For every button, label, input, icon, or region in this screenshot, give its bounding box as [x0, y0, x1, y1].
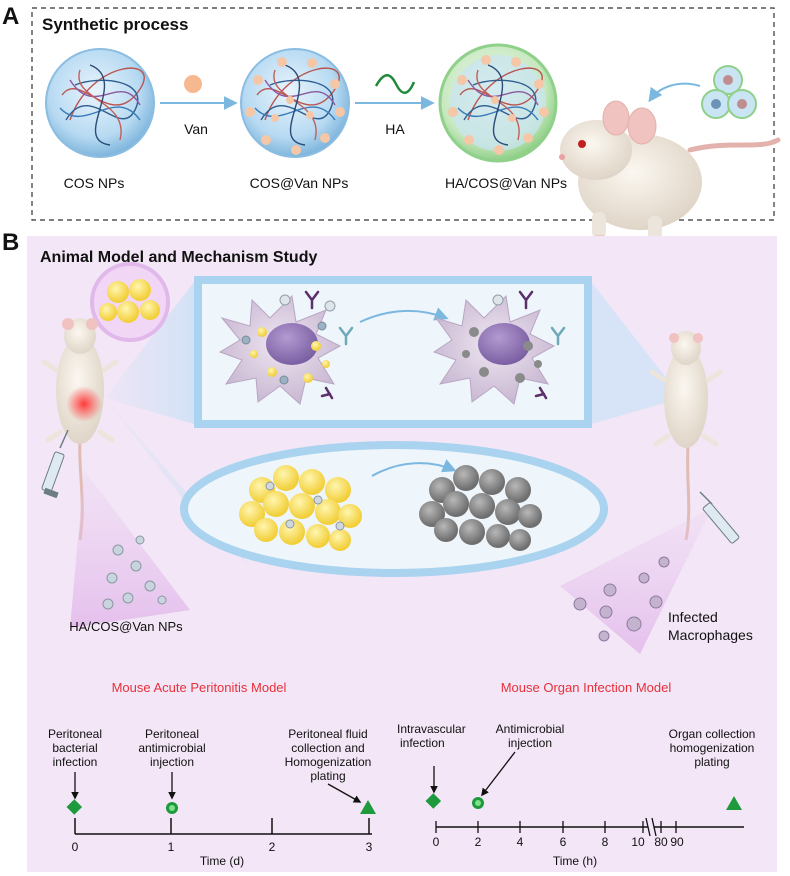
cleared-macrophage-cell [432, 290, 566, 405]
timeline-right-tick-label: 4 [517, 835, 524, 849]
mouse-illustration [559, 100, 781, 247]
timeline-left-tick-label: 3 [366, 840, 373, 854]
cos-van-np-particle [240, 48, 350, 158]
gray-bacteria-cluster [419, 465, 542, 551]
right-mouse-illustration [649, 331, 723, 541]
macrophage-label-line1: Infected [668, 609, 718, 625]
timeline-right-tick-label: 8 [602, 835, 609, 849]
van-drug-icon [184, 75, 202, 93]
ha-cos-van-np-particle [438, 43, 558, 163]
timeline-left: 0 1 2 3 Time (d) Peritoneal bacterial in… [48, 727, 376, 868]
timeline-right-tick-label: 6 [560, 835, 567, 849]
reagent-label-ha: HA [385, 121, 405, 137]
macrophage-label-line2: Macrophages [668, 627, 753, 643]
event-left-1-line1: Peritoneal [48, 727, 102, 741]
right-injection-cone [560, 508, 712, 654]
beam-to-cell-box [105, 278, 197, 425]
timeline-right-tick-label: 80 [654, 835, 668, 849]
timeline-right-tick-label: 2 [475, 835, 482, 849]
panel-b-letter: B [2, 229, 19, 256]
panel-a-title: Synthetic process [42, 15, 188, 34]
marker-triangle [726, 796, 742, 810]
yellow-bacteria-cluster [239, 465, 362, 551]
event-right-3-line2: homogenization [670, 741, 755, 755]
panel-b-title: Animal Model and Mechanism Study [40, 249, 317, 266]
marker-diamond [425, 793, 442, 809]
right-syringe-icon [699, 491, 740, 544]
event-left-3-line3: Homogenization [285, 755, 372, 769]
left-syringe-icon [41, 429, 69, 499]
left-injection-cone [70, 470, 190, 628]
macrophage-spots-right [573, 556, 670, 642]
event-right-2-line2: injection [508, 736, 552, 750]
cos-np-particle [45, 48, 155, 158]
timeline-right-tick-label: 0 [433, 835, 440, 849]
timeline-right-axis-label: Time (h) [553, 854, 597, 868]
reagent-label-van: Van [184, 121, 208, 137]
timeline-left-tick-label: 1 [168, 840, 175, 854]
timeline-right-tick-label: 10 [631, 835, 645, 849]
np-label-ha-cos-van: HA/COS@Van NPs [445, 175, 567, 191]
timeline-left-tick-label: 0 [72, 840, 79, 854]
timeline-left-tick-label: 2 [269, 840, 276, 854]
marker-triangle [360, 800, 376, 814]
event-right-1-line1: Intravascular [397, 722, 466, 736]
event-left-2-line3: injection [150, 755, 194, 769]
event-left-2-line1: Peritoneal [145, 727, 199, 741]
event-left-3-line4: plating [310, 769, 345, 783]
event-left-3-line1: Peritoneal fluid [288, 727, 367, 741]
infection-site [66, 386, 102, 422]
nanoparticle-label: HA/COS@Van NPs [69, 619, 183, 634]
axis-break [651, 817, 657, 837]
arrow-to-mouse [648, 82, 701, 103]
axis-break [645, 817, 651, 837]
model-title-left: Mouse Acute Peritonitis Model [112, 680, 287, 695]
np-cluster-icon [701, 65, 757, 119]
event-left-3-line2: collection and [291, 741, 364, 755]
marker-burst [472, 797, 484, 809]
left-mouse-illustration [41, 318, 119, 541]
panel-a-frame [31, 7, 775, 221]
marker-burst [166, 802, 178, 814]
event-right-1-line2: infection [400, 736, 445, 750]
timeline-right: 0 2 4 6 8 10 80 90 Time (h) Intravascula… [397, 722, 755, 868]
timeline-right-tick-label: 90 [670, 835, 684, 849]
event-right-3-line3: plating [694, 755, 729, 769]
np-label-cos: COS NPs [64, 175, 125, 191]
event-left-1-line2: bacterial [52, 741, 97, 755]
beam-right [588, 278, 682, 425]
np-spots-left [102, 535, 167, 610]
event-left-2-line2: antimicrobial [138, 741, 205, 755]
model-title-right: Mouse Organ Infection Model [501, 680, 672, 695]
infected-macrophage-cell [218, 290, 354, 405]
ha-polymer-icon [374, 74, 416, 94]
np-label-cos-van: COS@Van NPs [250, 175, 349, 191]
timeline-left-axis-label: Time (d) [200, 854, 244, 868]
event-right-3-line1: Organ collection [669, 727, 756, 741]
panel-a-letter: A [2, 3, 19, 30]
arrow-macrophage [359, 307, 449, 323]
event-left-1-line3: infection [53, 755, 98, 769]
event-right-2-line1: Antimicrobial [496, 722, 565, 736]
arrow-bacteria [371, 459, 457, 477]
